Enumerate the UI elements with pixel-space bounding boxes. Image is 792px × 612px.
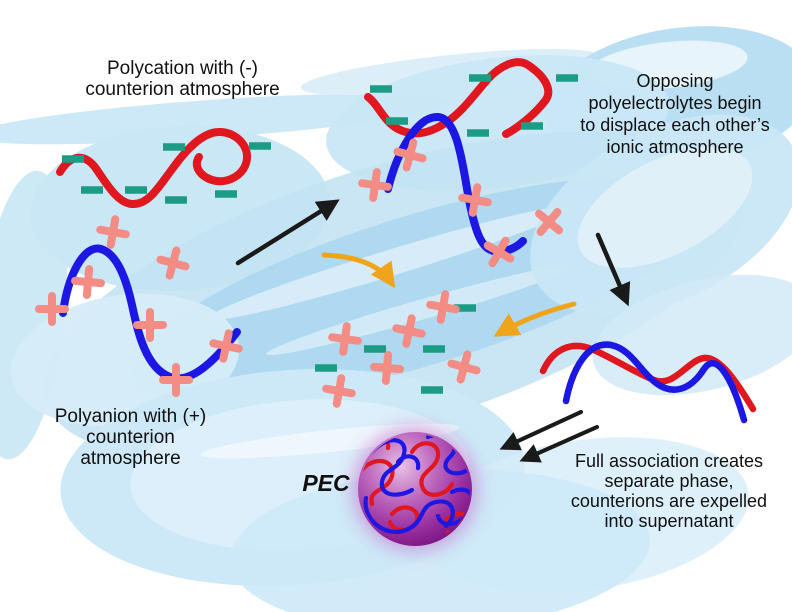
cation-counterions	[35, 138, 563, 408]
plus-ion	[458, 183, 492, 217]
arrow-stage1-to-stage2	[235, 199, 340, 266]
plus-ion	[535, 208, 563, 236]
plus-ion	[393, 138, 427, 172]
plus-ion	[133, 308, 167, 342]
polyanion-chain-associated	[562, 341, 748, 424]
label-polycation: Polycation with (-) counterion atmospher…	[85, 58, 280, 100]
plus-ion	[156, 246, 190, 280]
anion-counterions	[62, 74, 578, 394]
plus-ion	[392, 314, 426, 348]
arrow-stage2-to-stage3	[595, 232, 631, 307]
pec-polymer-squiggles	[360, 434, 470, 539]
plus-ion	[328, 322, 362, 356]
plus-ion	[96, 215, 130, 249]
plus-ion	[322, 374, 356, 408]
label-pec: PEC	[302, 470, 350, 496]
label-polyanion: Polyanion with (+) counterion atmosphere	[54, 406, 207, 469]
plus-ion	[71, 265, 105, 299]
polycation-chain-free	[56, 127, 251, 208]
polyanion-chain-free	[59, 244, 241, 383]
plus-ion	[159, 363, 193, 397]
arrow-counterion-release-left	[321, 252, 396, 289]
arrow-counterion-release-right	[493, 301, 577, 337]
plus-ion	[370, 351, 404, 385]
arrow-stage3-to-pec-1	[499, 410, 583, 451]
plus-ion	[358, 168, 392, 202]
polyanion-chain-pairing	[384, 113, 527, 256]
plus-ion	[483, 236, 515, 268]
plus-ion	[426, 290, 460, 324]
plus-ion	[209, 329, 243, 363]
plus-ion	[35, 292, 69, 326]
label-opposing-polyelectrolytes: Opposing polyelectrolytes begin to displ…	[580, 71, 770, 157]
label-full-association: Full association creates separate phase,…	[570, 451, 768, 531]
pec-sphere	[353, 427, 477, 551]
plus-ion	[447, 350, 481, 384]
arrow-stage3-to-pec-2	[519, 425, 599, 463]
